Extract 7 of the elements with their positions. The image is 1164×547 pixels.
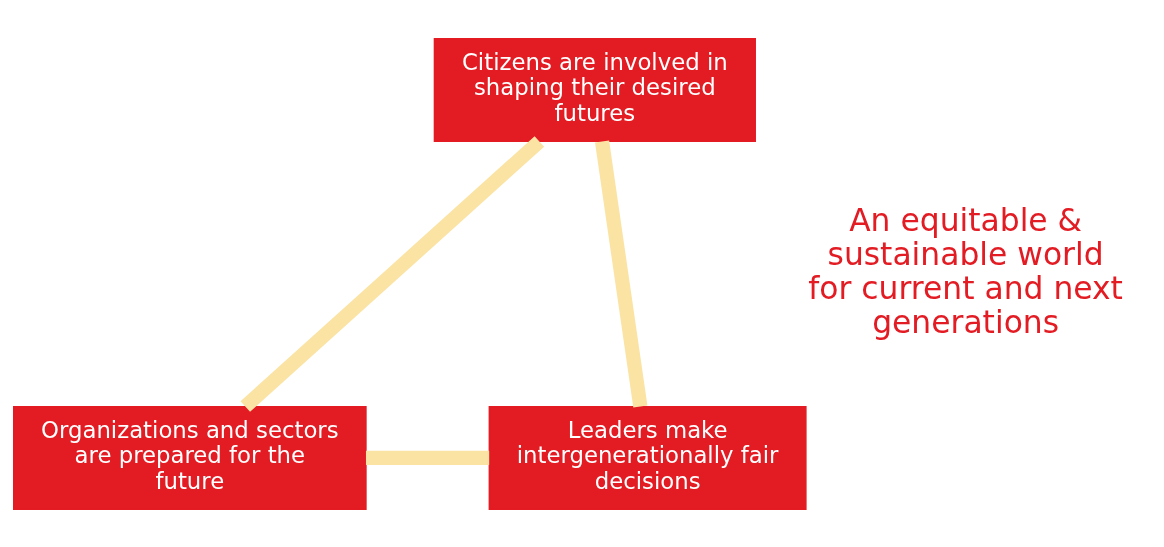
node-box: Citizens are involved in shaping their desired futures	[433, 37, 756, 142]
connector	[365, 450, 490, 465]
label: An equitable & sustainable world for current and next generations	[808, 201, 1123, 340]
node-box: Organizations and sectors are prepared for the future	[13, 405, 367, 510]
connector	[240, 135, 545, 412]
node-box: Leaders make intergenerationally fair decisions	[488, 405, 807, 510]
connector	[595, 139, 648, 408]
